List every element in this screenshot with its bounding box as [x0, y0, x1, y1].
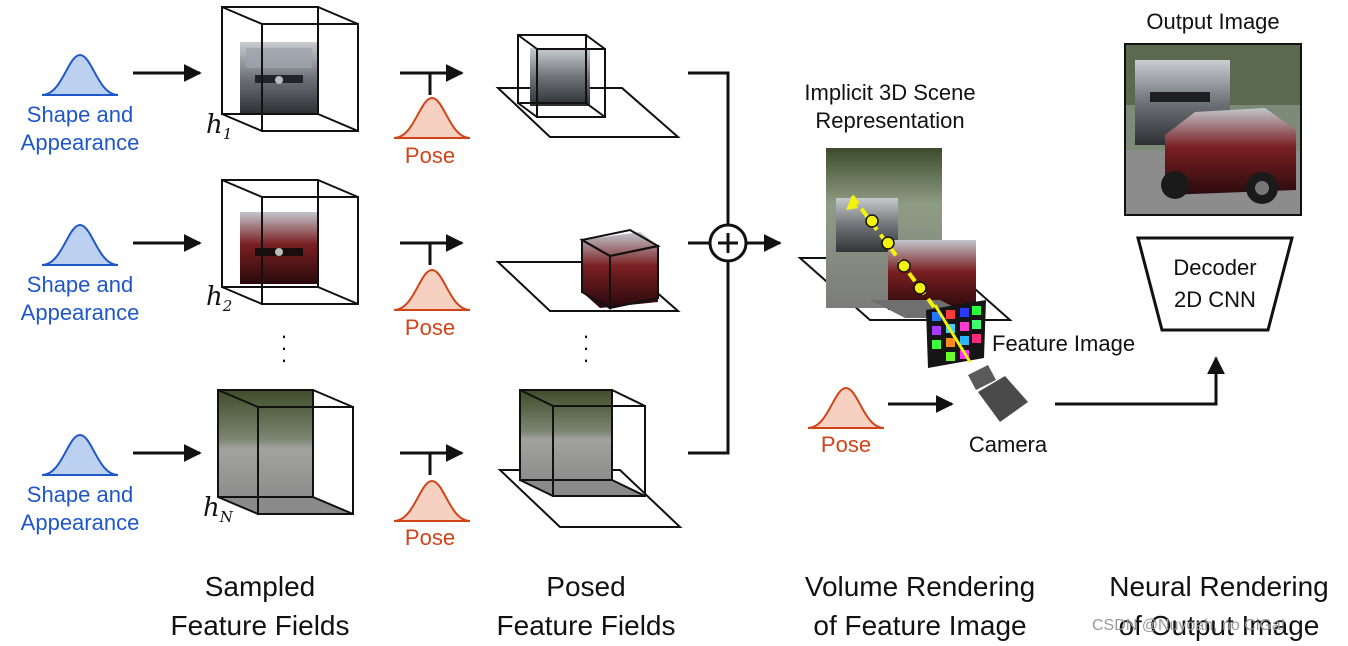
field-label-h2-base: h	[206, 282, 223, 312]
camera-icon	[968, 365, 1028, 422]
pose-arrow-1	[400, 64, 464, 95]
shape-distribution-3	[41, 433, 119, 476]
posed-field-2	[495, 228, 681, 312]
pose-label-3: Pose	[404, 525, 456, 550]
field-label-h2-sub: 2	[222, 297, 233, 316]
pose-arrow-3	[400, 444, 464, 475]
field-label-h1: h1	[206, 110, 232, 143]
pose-distribution-1	[393, 96, 471, 139]
output-image-title: Output Image	[1146, 9, 1280, 34]
watermark: CSDN @Nuyoah, no CiGa!	[1092, 617, 1286, 634]
feature-field-cube-2	[221, 179, 359, 305]
field-label-hN-base: h	[203, 493, 220, 523]
posed-field-1	[495, 34, 681, 138]
scene-pose-label: Pose	[820, 432, 872, 457]
camera-label: Camera	[968, 432, 1048, 457]
decoder-line1: Decoder	[1173, 255, 1257, 280]
ellipsis-posed: ···	[582, 323, 590, 373]
camera-ray	[846, 194, 942, 317]
shape-distribution-1	[41, 53, 119, 96]
feature-image-label: Feature Image	[992, 331, 1136, 356]
composition-bracket	[688, 71, 730, 455]
ellipsis-fields: ···	[280, 323, 288, 373]
feature-field-cube-1	[221, 6, 359, 132]
decoder-line2: 2D CNN	[1174, 287, 1256, 312]
pose-distribution-3	[393, 479, 471, 522]
field-label-hN-sub: N	[219, 508, 233, 527]
field-label-h2: h2	[206, 282, 232, 315]
implicit-scene	[797, 148, 1013, 321]
pose-label-1: Pose	[404, 143, 456, 168]
posed-field-3	[497, 389, 683, 528]
arrow-to-decoder	[1055, 356, 1225, 406]
feature-image	[926, 300, 986, 368]
feature-field-cube-3	[217, 389, 354, 515]
output-image	[1124, 43, 1302, 216]
field-label-h1-base: h	[206, 110, 223, 140]
field-label-hN: hN	[203, 493, 233, 526]
shape-distribution-2	[41, 223, 119, 266]
scene-pose-distribution	[807, 386, 885, 429]
decoder-block	[1136, 236, 1294, 332]
pose-distribution-2	[393, 268, 471, 311]
pose-arrow-2	[400, 234, 464, 265]
field-label-h1-sub: 1	[222, 125, 233, 144]
pose-label-2: Pose	[404, 315, 456, 340]
composition-operator	[708, 223, 748, 263]
